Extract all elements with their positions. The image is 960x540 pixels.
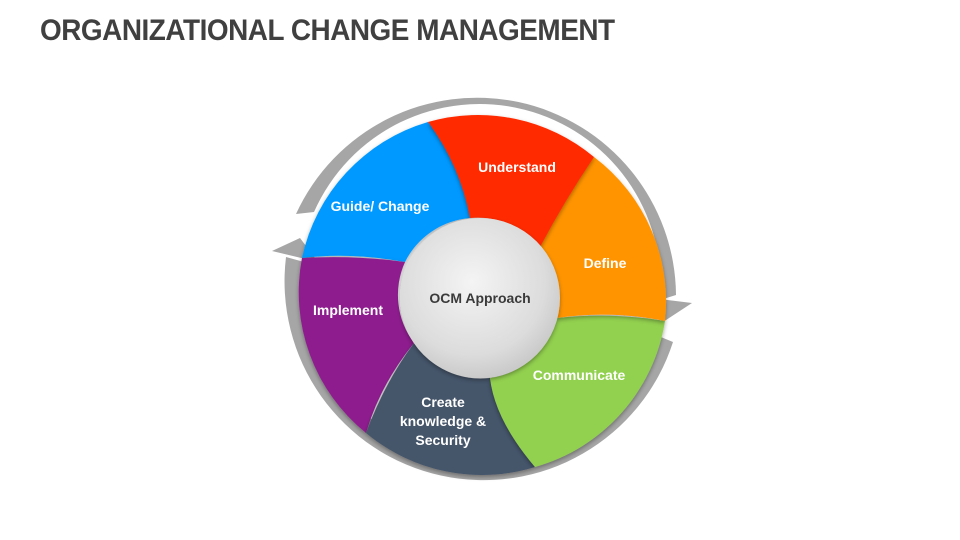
label-create-line3: Security [415, 432, 470, 448]
label-implement: Implement [313, 302, 383, 318]
segment-understand[interactable] [428, 114, 594, 248]
label-create-line1: Create [421, 394, 465, 410]
label-define: Define [584, 255, 627, 271]
center-label: OCM Approach [429, 290, 530, 306]
segment-implement[interactable] [298, 257, 414, 433]
label-create-line2: knowledge & [400, 413, 486, 429]
label-guide-change: Guide/ Change [331, 198, 430, 214]
segment-communicate[interactable] [490, 315, 665, 467]
label-communicate: Communicate [533, 367, 626, 383]
center-circle[interactable] [400, 218, 560, 378]
segment-create-knowledge[interactable] [366, 343, 535, 475]
segments [298, 114, 667, 475]
segment-guide-change[interactable] [302, 122, 470, 262]
segment-define[interactable] [540, 157, 667, 321]
label-understand: Understand [478, 159, 556, 175]
page-title: ORGANIZATIONAL CHANGE MANAGEMENT [40, 14, 615, 47]
